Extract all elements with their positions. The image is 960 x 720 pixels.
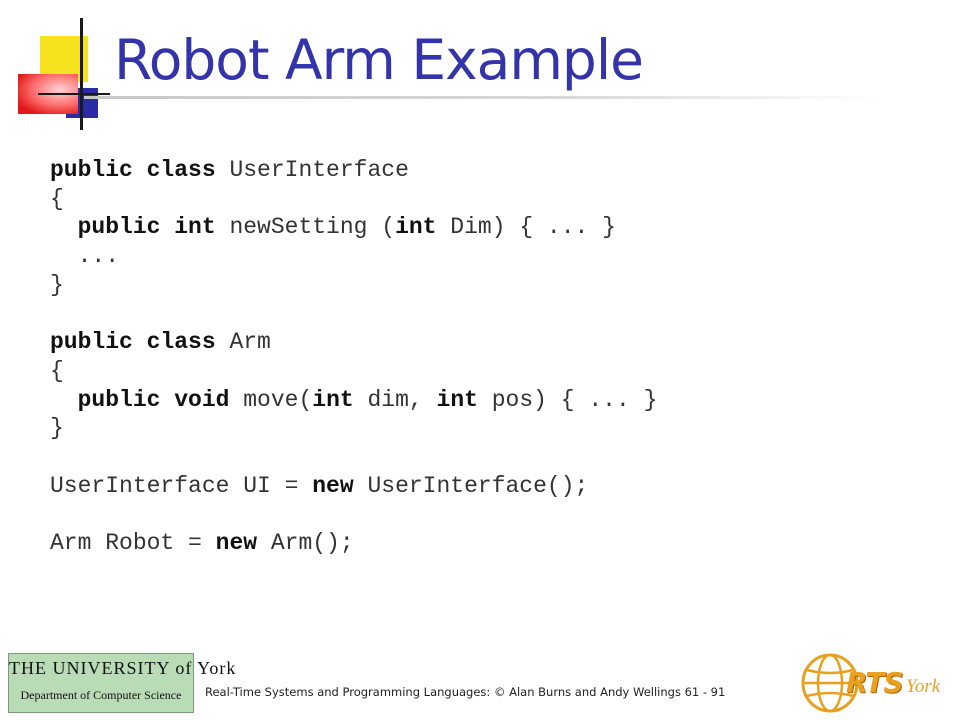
code-keyword: public int bbox=[77, 214, 216, 241]
code-text: { bbox=[50, 357, 64, 384]
code-text: dim, bbox=[353, 386, 437, 413]
code-text: Arm bbox=[215, 329, 271, 356]
code-keyword: public class bbox=[50, 157, 216, 183]
code-keyword: public void bbox=[77, 386, 230, 413]
code-line bbox=[50, 500, 910, 529]
code-keyword: public class bbox=[50, 329, 216, 356]
department-name: Department of Computer Science bbox=[20, 688, 182, 702]
code-line: } bbox=[50, 414, 910, 443]
decor-vertical-line bbox=[80, 18, 83, 130]
code-line bbox=[50, 443, 910, 472]
code-text: } bbox=[50, 415, 64, 442]
code-line: public class Arm bbox=[50, 328, 910, 357]
code-keyword: int bbox=[436, 386, 478, 413]
code-line: public class UserInterface bbox=[50, 156, 910, 185]
university-name: THE UNIVERSITY of York bbox=[9, 658, 237, 678]
code-text: Arm Robot = bbox=[50, 529, 216, 556]
code-text: Dim) { ... } bbox=[436, 214, 616, 241]
york-logo-text: York bbox=[906, 676, 941, 697]
code-text bbox=[50, 214, 78, 240]
rts-logo-text: RTS bbox=[846, 666, 904, 699]
code-line: { bbox=[50, 185, 910, 214]
decor-horizontal-line bbox=[38, 93, 110, 95]
code-keyword: new bbox=[312, 472, 354, 499]
code-text: ... bbox=[50, 243, 120, 270]
code-line: UserInterface UI = new UserInterface(); bbox=[50, 472, 910, 501]
university-logo: THE UNIVERSITY of York Department of Com… bbox=[8, 653, 237, 713]
corner-decoration bbox=[0, 0, 110, 140]
globe-icon bbox=[801, 653, 859, 713]
code-text: UserInterface bbox=[215, 157, 409, 183]
rts-york-logo: RTS York bbox=[800, 650, 950, 716]
code-block: public class UserInterface{ public int n… bbox=[50, 156, 910, 558]
code-text: pos) { ... } bbox=[477, 386, 658, 413]
code-keyword: new bbox=[215, 529, 258, 556]
code-text: UserInterface(); bbox=[353, 472, 589, 499]
code-text bbox=[50, 387, 78, 413]
footer-caption: Real-Time Systems and Programming Langua… bbox=[205, 685, 726, 699]
code-text: } bbox=[50, 271, 64, 298]
code-line: ... bbox=[50, 242, 910, 271]
code-text: UserInterface UI = bbox=[50, 472, 313, 499]
title-underline bbox=[84, 96, 884, 99]
code-keyword: int bbox=[312, 386, 354, 413]
code-text: { bbox=[50, 185, 64, 212]
code-line: public int newSetting (int Dim) { ... } bbox=[50, 213, 910, 242]
code-line bbox=[50, 299, 910, 328]
code-line: Arm Robot = new Arm(); bbox=[50, 529, 910, 558]
code-line: } bbox=[50, 271, 910, 300]
slide-title: Robot Arm Example bbox=[114, 28, 644, 92]
code-text: move( bbox=[229, 386, 313, 413]
code-text: Arm(); bbox=[257, 529, 354, 556]
code-text: newSetting ( bbox=[215, 214, 396, 241]
code-keyword: int bbox=[395, 214, 437, 241]
code-line: { bbox=[50, 357, 910, 386]
code-line: public void move(int dim, int pos) { ...… bbox=[50, 386, 910, 415]
